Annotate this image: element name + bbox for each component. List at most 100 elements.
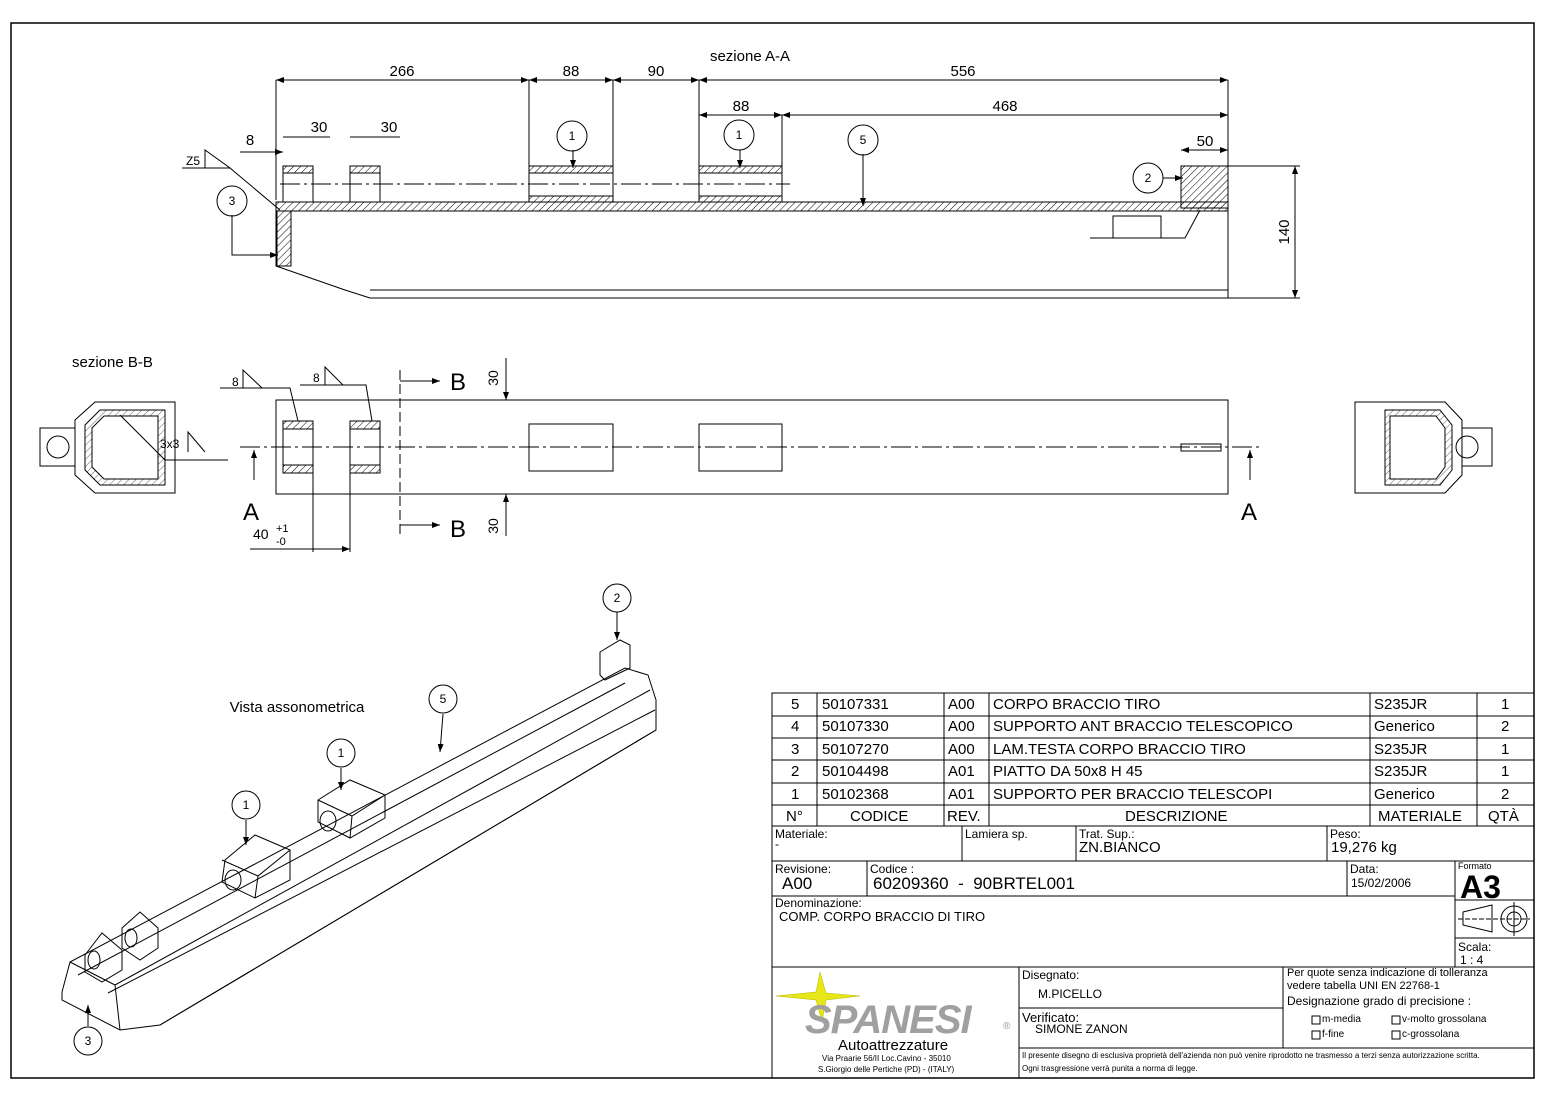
title-block-grid xyxy=(771,692,1535,1079)
bom-desc: SUPPORTO PER BRACCIO TELESCOPI xyxy=(993,786,1273,803)
disegnato-value: M.PICELLO xyxy=(1038,987,1103,1001)
bom-qty: 2 xyxy=(1501,786,1510,803)
dim-30b: 30 xyxy=(381,119,398,136)
bom-code: 50107270 xyxy=(822,741,889,758)
tolerance-line-1: Per quote senza indicazione di tolleranz… xyxy=(1287,967,1488,979)
trat-value: ZN.BIANCO xyxy=(1079,839,1161,856)
ownership-notice: Il presente disegno di esclusiva proprie… xyxy=(1022,1051,1480,1060)
bom-desc: SUPPORTO ANT BRACCIO TELESCOPICO xyxy=(993,718,1293,735)
balloon-2: 2 xyxy=(614,591,621,605)
bom-header-desc: DESCRIZIONE xyxy=(1125,808,1228,825)
section-letter-b: B xyxy=(450,369,466,396)
codice-label: Codice : xyxy=(870,862,915,876)
tol-upper: +1 xyxy=(276,523,289,535)
iso-title: Vista assonometrica xyxy=(230,699,365,716)
bom-desc: LAM.TESTA CORPO BRACCIO TIRO xyxy=(993,741,1246,758)
bom-mat: S235JR xyxy=(1374,741,1428,758)
dim-468: 468 xyxy=(992,98,1017,115)
data-value: 15/02/2006 xyxy=(1351,876,1412,890)
balloon-3: 3 xyxy=(85,1034,92,1048)
bom-header-qty: QTÀ xyxy=(1488,808,1519,825)
section-a-a-view: sezione A-A xyxy=(182,48,1300,299)
tolerance-line-2: vedere tabella UNI EN 22768-1 xyxy=(1287,980,1440,992)
materiale-label: Materiale: xyxy=(775,827,828,841)
lamiera-label: Lamiera sp. xyxy=(965,827,1028,841)
revisione-label: Revisione: xyxy=(775,862,832,876)
logo-star xyxy=(775,971,861,1023)
balloon-1: 1 xyxy=(736,128,743,142)
weld-8: 8 xyxy=(232,375,239,389)
bom-rev: A00 xyxy=(948,718,975,735)
bom-qty: 1 xyxy=(1501,763,1510,780)
bom-qty: 1 xyxy=(1501,696,1510,713)
trat-label: Trat. Sup.: xyxy=(1079,827,1135,841)
dim-140: 140 xyxy=(1276,219,1293,244)
bom-n: 2 xyxy=(791,763,800,780)
company-subtitle: Autoattrezzature xyxy=(838,1037,949,1054)
section-letter-b: B xyxy=(450,516,466,543)
bom-code: 50104498 xyxy=(822,763,889,780)
balloon-2: 2 xyxy=(1145,171,1152,185)
section-letter-a: A xyxy=(243,499,259,526)
bom-desc: PIATTO DA 50x8 H 45 xyxy=(993,763,1143,780)
plan-view xyxy=(39,358,1493,552)
bom-mat: Generico xyxy=(1374,718,1435,735)
verificato-value: SIMONE ZANON xyxy=(1035,1022,1128,1036)
bom-mat: S235JR xyxy=(1374,763,1428,780)
materiale-value: - xyxy=(775,837,779,851)
grade-m-checkbox: m-media xyxy=(1322,1014,1361,1025)
codice-value: 60209360 - 90BRTEL001 xyxy=(873,874,1075,893)
disegnato-label: Disegnato: xyxy=(1022,968,1080,982)
ownership-notice-2: Ogni trasgressione verrà punita a norma … xyxy=(1022,1064,1198,1073)
address-line-1: Via Praarie 56/II Loc.Cavino - 35010 xyxy=(822,1054,951,1063)
dim-88: 88 xyxy=(563,63,580,80)
dim-30a: 30 xyxy=(311,119,328,136)
grade-c-checkbox: c-grossolana xyxy=(1402,1029,1460,1040)
formato-value: A3 xyxy=(1460,869,1501,905)
address-line-2: S.Giorgio delle Pertiche (PD) - (ITALY) xyxy=(818,1065,955,1074)
bom-header-mat: MATERIALE xyxy=(1378,808,1462,825)
bom-rev: A01 xyxy=(948,786,975,803)
peso-value: 19,276 kg xyxy=(1331,839,1397,856)
bom-n: 5 xyxy=(791,696,800,713)
scala-label: Scala: xyxy=(1458,940,1492,954)
bom-qty: 1 xyxy=(1501,741,1510,758)
bom-code: 50107331 xyxy=(822,696,889,713)
bom-n: 3 xyxy=(791,741,800,758)
balloon-3: 3 xyxy=(229,194,236,208)
denominazione-value: COMP. CORPO BRACCIO DI TIRO xyxy=(779,909,986,924)
registered-mark: ® xyxy=(1003,1021,1011,1032)
tol-lower: -0 xyxy=(276,536,286,548)
weld-z5: Z5 xyxy=(186,154,200,168)
bom-mat: Generico xyxy=(1374,786,1435,803)
bom-rev: A00 xyxy=(948,741,975,758)
scala-value: 1 : 4 xyxy=(1460,953,1484,967)
bom-desc: CORPO BRACCIO TIRO xyxy=(993,696,1161,713)
bom-n: 1 xyxy=(791,786,800,803)
bom-rev: A01 xyxy=(948,763,975,780)
balloon-1: 1 xyxy=(243,798,250,812)
section-bb-title: sezione B-B xyxy=(72,354,153,371)
dim-556: 556 xyxy=(950,63,975,80)
revisione-value: A00 xyxy=(782,874,813,893)
bom-mat: S235JR xyxy=(1374,696,1428,713)
bom-header-rev: REV. xyxy=(947,808,981,825)
isometric-view xyxy=(61,583,657,1056)
dim-30: 30 xyxy=(485,370,501,386)
dim-8: 8 xyxy=(246,132,254,149)
tolerance-line-3: Designazione grado di precisione : xyxy=(1287,994,1472,1008)
denominazione-label: Denominazione: xyxy=(775,896,862,910)
section-letter-a: A xyxy=(1241,499,1257,526)
verificato-label: Verificato: xyxy=(1022,1010,1080,1025)
bom-code: 50102368 xyxy=(822,786,889,803)
balloon-5: 5 xyxy=(440,692,447,706)
grade-f-checkbox: f-fine xyxy=(1322,1029,1345,1040)
bom-code: 50107330 xyxy=(822,718,889,735)
dim-90: 90 xyxy=(648,63,665,80)
balloon-5: 5 xyxy=(860,133,867,147)
weld-3x3: 3x3 xyxy=(160,437,180,451)
balloon-1: 1 xyxy=(569,129,576,143)
dim-50: 50 xyxy=(1197,133,1214,150)
bom-header-n: N° xyxy=(786,808,803,825)
